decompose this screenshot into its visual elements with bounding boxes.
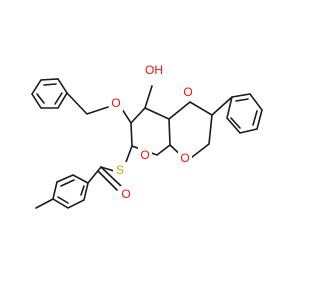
acetal-oxygen-bottom: O [178,150,192,166]
right-phenyl-inner-bonds [230,98,258,129]
structure-canvas: OH O O O O S O [31,62,263,209]
benzyloxy-bond [121,108,132,124]
benzyloxy-oxygen-label: O [111,96,120,110]
sulfur-carbonyl-bond [100,166,115,172]
carbonyl-oxygen-label: O [121,187,130,201]
right-phenyl-ring [226,93,263,134]
hydroxyl-label: OH [145,63,163,77]
benzyl-ch2-bonds [66,92,109,115]
benzyloxy-oxygen: O [109,95,123,111]
benzyl-phenyl-inner-bonds [36,83,63,105]
sulfur-label: S [116,163,124,177]
hydroxyl-bond [144,85,153,109]
acetal-oxygen-top: O [181,84,195,100]
sulfur-atom: S [113,162,127,178]
ring-oxygen: O [138,147,152,163]
tolyl-inner-bonds [57,179,85,204]
bond-layer [31,78,263,209]
methyl-bond [35,198,54,209]
hydroxyl-group: OH [142,62,166,78]
carbonyl-double-bond [97,166,122,191]
ring-oxygen-label: O [140,148,149,162]
acetal-oxygen-top-label: O [183,85,192,99]
acetal-oxygen-bottom-label: O [180,151,189,165]
carbonyl-to-tolyl-bond [87,166,102,184]
carbonyl-oxygen: O [119,186,133,202]
acetal-to-phenyl-bond [211,96,233,116]
atom-label-layer: OH O O O O S O [109,62,195,202]
c1-sulfur-bond [125,145,133,163]
molecule-diagram: OH O O O O S O [31,62,263,209]
